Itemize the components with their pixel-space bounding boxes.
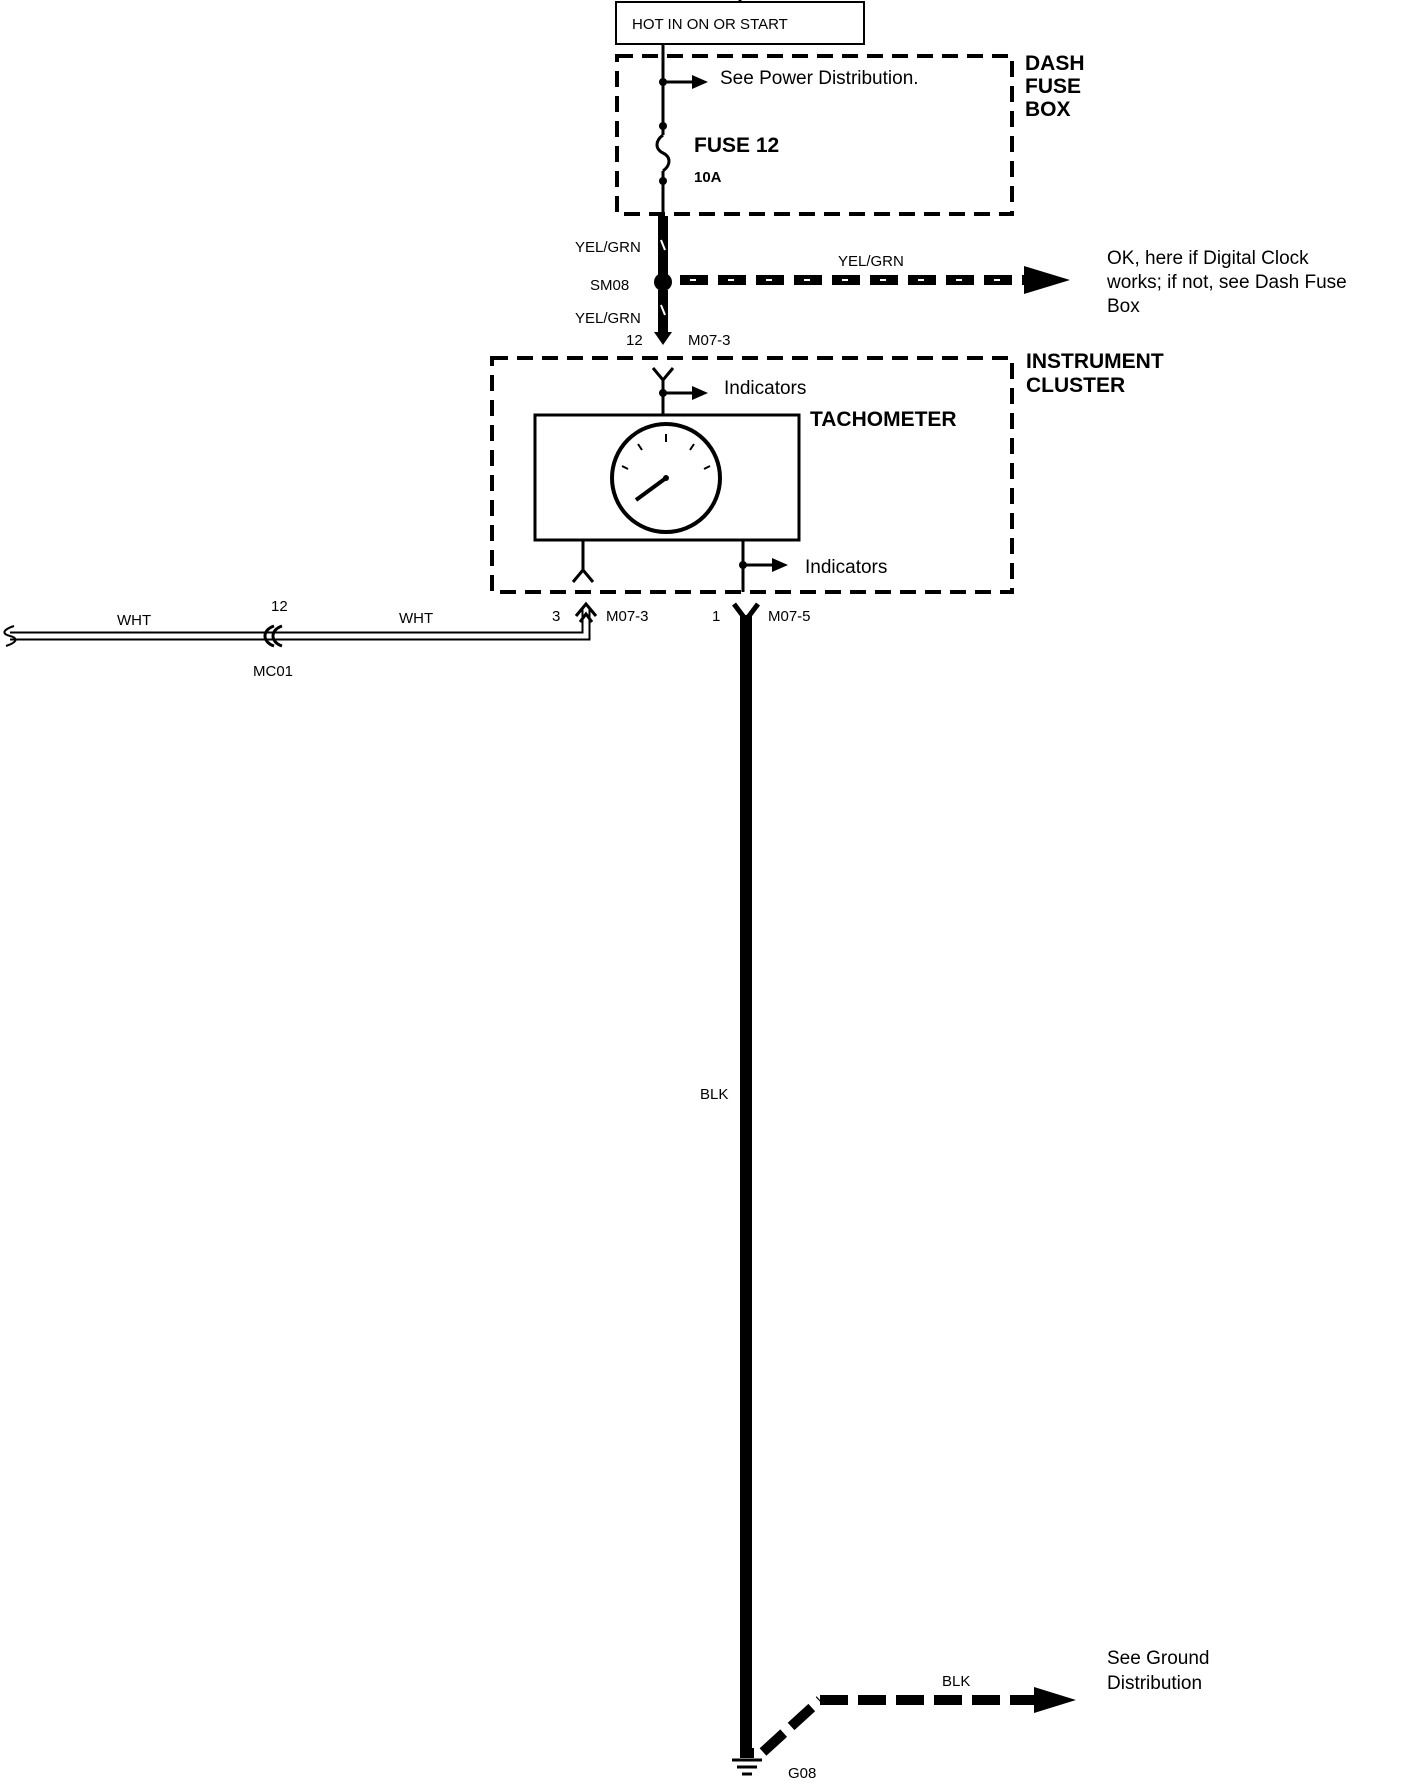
connector-m07-3-left-icon	[574, 601, 598, 623]
instrument-cluster-title-2: CLUSTER	[1026, 374, 1125, 397]
yel-grn-wire-upper-stripe	[660, 239, 666, 251]
power-distribution-ref: See Power Distribution.	[720, 68, 919, 89]
digital-clock-arrow-icon	[1024, 266, 1070, 294]
fuse-rating: 10A	[694, 169, 722, 186]
mc01-pin: 12	[271, 598, 288, 615]
digital-clock-note-3: Box	[1107, 296, 1140, 317]
indicators-top-arrow-icon	[692, 386, 708, 400]
tachometer-label: TACHOMETER	[810, 408, 957, 431]
splice-sm08	[654, 273, 672, 291]
connector-mc01-icon	[263, 624, 283, 648]
instrument-cluster-outline	[490, 356, 1014, 594]
fuse-node-bottom	[659, 177, 667, 185]
wht-right-label: WHT	[399, 610, 433, 627]
ground-note-1: See Ground	[1107, 1648, 1209, 1669]
branch-wire-color: YEL/GRN	[838, 253, 904, 270]
ground-name: G08	[788, 1765, 816, 1782]
dash-fuse-box-title-3: BOX	[1025, 98, 1071, 121]
blk-main-label: BLK	[700, 1086, 728, 1103]
wht-wire-cut-icon	[3, 625, 17, 647]
wire-color-above-splice: YEL/GRN	[575, 239, 641, 256]
wht-wire	[10, 608, 591, 641]
connector-m07-3-top-arrow-icon	[654, 332, 672, 345]
connector-right-name: M07-5	[768, 608, 811, 625]
fuse-12-symbol-icon	[655, 133, 671, 173]
tachometer-gauge-icon	[610, 422, 722, 534]
mc01-name: MC01	[253, 663, 293, 680]
connector-left-name: M07-3	[606, 608, 649, 625]
indicators-top-label: Indicators	[724, 378, 806, 399]
source-box	[615, 1, 865, 45]
connector-top-name: M07-3	[688, 332, 731, 349]
splice-name: SM08	[590, 277, 629, 294]
connector-top-pin: 12	[626, 332, 643, 349]
digital-clock-note-1: OK, here if Digital Clock	[1107, 248, 1309, 269]
connector-right-pin: 1	[712, 608, 720, 625]
instrument-cluster-title-1: INSTRUMENT	[1026, 350, 1164, 373]
cluster-left-receptacle-icon	[571, 540, 595, 583]
indicators-bottom-arrow-icon	[772, 558, 788, 572]
wht-left-label: WHT	[117, 612, 151, 629]
connector-left-pin: 3	[552, 608, 560, 625]
cluster-top-receptacle-icon	[651, 367, 675, 415]
fuse-name: FUSE 12	[694, 134, 779, 157]
yel-grn-wire-lower-stripe	[660, 304, 666, 316]
fuse-node-top	[659, 122, 667, 130]
blk-branch-label: BLK	[942, 1673, 970, 1690]
wire-color-below-splice: YEL/GRN	[575, 310, 641, 327]
digital-clock-note-2: works; if not, see Dash Fuse	[1106, 272, 1347, 293]
ground-g08-icon	[732, 1748, 762, 1776]
dash-fuse-box-title-1: DASH	[1025, 52, 1085, 75]
power-distribution-arrow-icon	[692, 75, 708, 89]
dash-fuse-box-title-2: FUSE	[1025, 75, 1081, 98]
indicators-bottom-label: Indicators	[805, 557, 887, 578]
dash-fuse-box-outline	[615, 54, 1014, 216]
wht-wire-inner	[10, 608, 589, 639]
source-label: HOT IN ON OR START	[632, 16, 788, 33]
ground-distribution-arrow-icon	[1034, 1687, 1076, 1713]
blk-branch-wire-diagonal	[759, 1696, 824, 1756]
ground-note-2: Distribution	[1107, 1673, 1202, 1694]
